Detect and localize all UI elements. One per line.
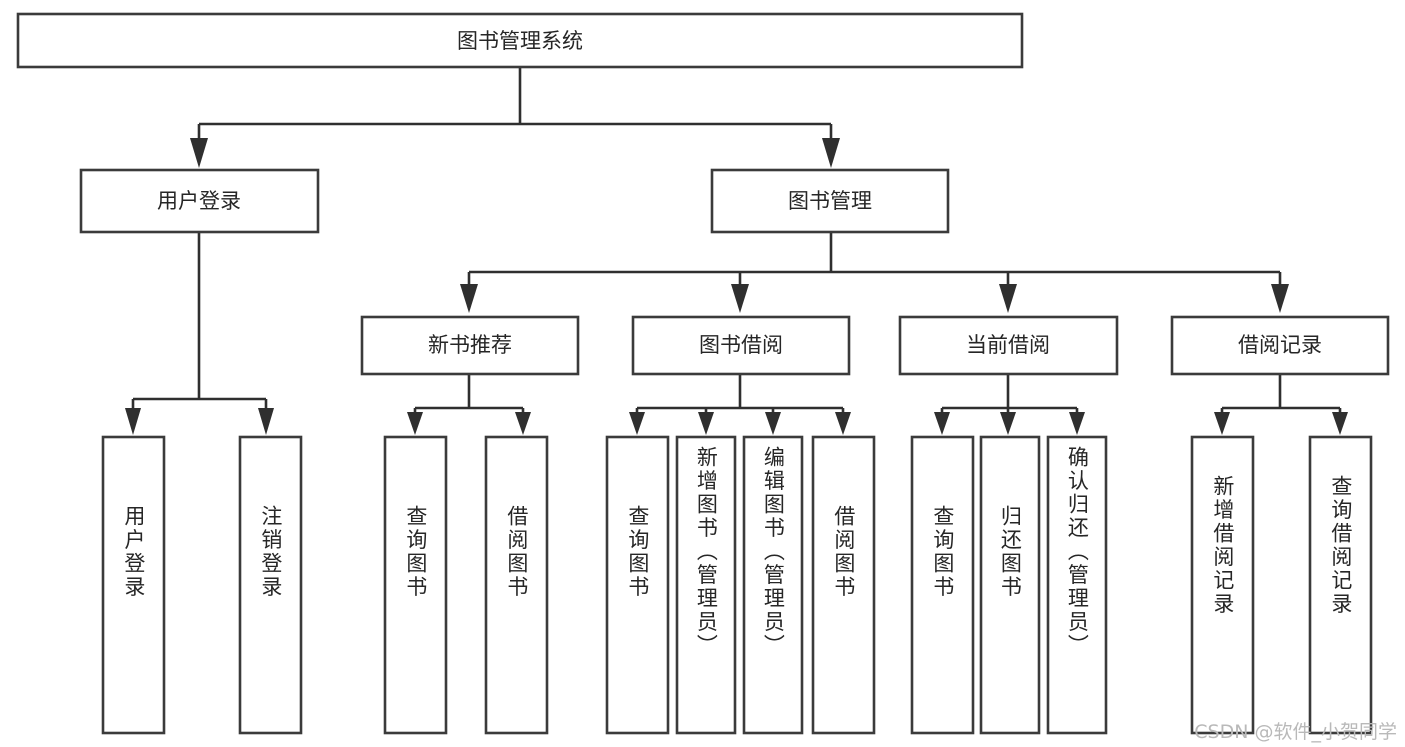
arrow-head-leaf-query-book-1 [407, 412, 423, 435]
node-box-leaf-user-login[interactable] [101, 435, 166, 735]
arrow-head-leaf-return-book [1000, 412, 1016, 435]
watermark-text: CSDN @软件_小贺同学 [1194, 721, 1397, 743]
node-box-user-login[interactable] [79, 168, 320, 234]
arrow-head-leaf-user-login [125, 408, 141, 435]
connector-group-user-login-to-leaves [125, 232, 274, 435]
node-box-borrow-record[interactable] [1170, 315, 1390, 376]
arrow-head-leaf-add-book [698, 412, 714, 435]
node-box-leaf-query-book-3[interactable] [910, 435, 975, 735]
node-book-borrow[interactable]: 图书借阅 [631, 315, 851, 376]
node-label-book-borrow: 图书借阅 [699, 333, 783, 357]
node-box-leaf-confirm-return[interactable] [1046, 435, 1108, 735]
node-label-user-login: 用户登录 [157, 189, 241, 213]
node-box-leaf-borrow-book-1[interactable] [484, 435, 549, 735]
arrow-head-user-login [190, 138, 208, 168]
node-label-new-book-recommend: 新书推荐 [428, 333, 512, 357]
arrow-head-leaf-borrow-book-2 [835, 412, 851, 435]
node-box-book-borrow[interactable] [631, 315, 851, 376]
node-box-book-management[interactable] [710, 168, 950, 234]
node-new-book-recommend[interactable]: 新书推荐 [360, 315, 580, 376]
arrow-head-current-borrow [999, 284, 1017, 313]
arrow-head-leaf-add-record [1214, 412, 1230, 435]
connector-group-current-borrow-to-leaves [934, 374, 1085, 435]
node-book-management[interactable]: 图书管理 [710, 168, 950, 234]
node-label-book-management: 图书管理 [788, 189, 872, 213]
arrow-head-book-management [822, 138, 840, 168]
connector-group-borrow-record-to-leaves [1214, 374, 1348, 435]
node-box-leaf-query-book-2[interactable] [605, 435, 670, 735]
node-box-leaf-edit-book[interactable] [742, 435, 804, 735]
node-user-login[interactable]: 用户登录 [79, 168, 320, 234]
connector-group-root-to-level2 [190, 67, 840, 168]
node-label-borrow-record: 借阅记录 [1238, 333, 1322, 357]
connector-group-book-borrow-to-leaves [629, 374, 851, 435]
node-box-current-borrow[interactable] [898, 315, 1119, 376]
arrow-head-leaf-query-book-3 [934, 412, 950, 435]
node-box-leaf-add-record[interactable] [1190, 435, 1255, 735]
node-root[interactable]: 图书管理系统 [16, 12, 1024, 69]
arrow-head-book-borrow [731, 284, 749, 313]
node-box-leaf-return-book[interactable] [979, 435, 1041, 735]
connector-group-new-book-recommend-to-leaves [407, 374, 531, 435]
node-box-leaf-query-book-1[interactable] [383, 435, 448, 735]
connector-group-book-management-to-level3 [460, 232, 1289, 313]
node-box-leaf-add-book[interactable] [675, 435, 737, 735]
node-box-leaf-user-logout[interactable] [238, 435, 303, 735]
arrow-head-leaf-borrow-book-1 [515, 412, 531, 435]
node-label-current-borrow: 当前借阅 [966, 333, 1050, 357]
node-box-leaf-borrow-book-2[interactable] [811, 435, 876, 735]
arrow-head-new-book-recommend [460, 284, 478, 313]
arrow-head-leaf-query-record [1332, 412, 1348, 435]
arrow-head-borrow-record [1271, 284, 1289, 313]
node-box-root[interactable] [16, 12, 1024, 69]
node-label-root: 图书管理系统 [457, 29, 583, 53]
arrow-head-leaf-user-logout [258, 408, 274, 435]
arrow-head-leaf-confirm-return [1069, 412, 1085, 435]
arrow-head-leaf-edit-book [765, 412, 781, 435]
node-current-borrow[interactable]: 当前借阅 [898, 315, 1119, 376]
node-borrow-record[interactable]: 借阅记录 [1170, 315, 1390, 376]
node-box-new-book-recommend[interactable] [360, 315, 580, 376]
arrow-head-leaf-query-book-2 [629, 412, 645, 435]
node-box-leaf-query-record[interactable] [1308, 435, 1373, 735]
